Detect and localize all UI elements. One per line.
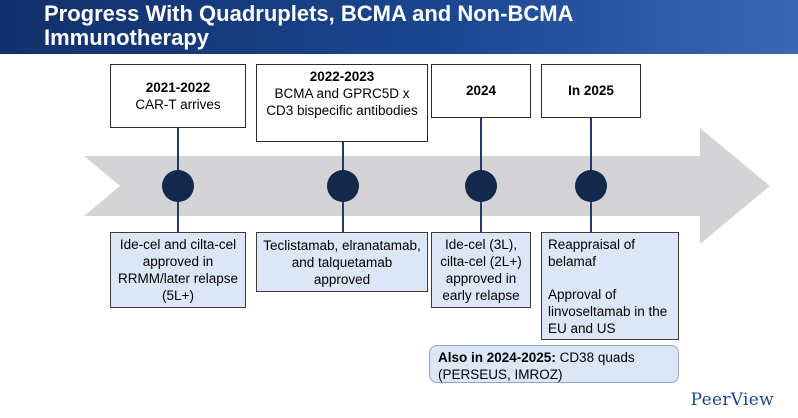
milestone-3-detail-text: Ide-cel (3L), cilta-cel (2L+) approved i… (440, 237, 522, 303)
timeline-node-4 (575, 170, 607, 202)
milestone-3-detail: Ide-cel (3L), cilta-cel (2L+) approved i… (431, 232, 531, 308)
milestone-4-year: In 2025 (568, 83, 614, 98)
milestone-2-box: 2022-2023 BCMA and GPRC5D x CD3 bispecif… (256, 64, 428, 142)
timeline-node-3 (465, 170, 497, 202)
milestone-2-label: BCMA and GPRC5D x CD3 bispecific antibod… (266, 86, 418, 118)
milestone-1-label: CAR-T arrives (135, 97, 221, 112)
page-title: Progress With Quadruplets, BCMA and Non-… (44, 1, 573, 50)
milestone-3-year: 2024 (465, 83, 497, 98)
milestone-1-detail: Ide-cel and cilta-cel approved in RRMM/l… (110, 232, 246, 308)
milestone-4-detail: Reappraisal of belamaf Approval of linvo… (541, 232, 679, 340)
timeline-node-2 (327, 170, 359, 202)
milestone-2-year: 2022-2023 (309, 69, 375, 84)
also-note-label: Also in 2024-2025: (438, 350, 556, 365)
header-banner: Progress With Quadruplets, BCMA and Non-… (0, 0, 798, 54)
milestone-3-box: 2024 (431, 64, 531, 118)
peerview-logo: PeerView (690, 390, 774, 410)
milestone-4-detail-text-2: Approval of linvoseltamab in the EU and … (548, 287, 668, 336)
milestone-1-detail-text: Ide-cel and cilta-cel approved in RRMM/l… (117, 237, 239, 303)
also-note: Also in 2024-2025: CD38 quads (PERSEUS, … (429, 345, 679, 383)
milestone-2-detail-text: Teclistamab, elranatamab, and talquetama… (263, 238, 421, 287)
milestone-4-box: In 2025 (541, 64, 641, 118)
also-note-text: CD38 quads (PERSEUS, IMROZ) (438, 350, 635, 382)
timeline-node-1 (162, 170, 194, 202)
milestone-1-year: 2021-2022 (145, 80, 211, 95)
milestone-4-detail-text: Reappraisal of belamaf (548, 237, 636, 269)
timeline-arrow (84, 128, 770, 244)
milestone-2-detail: Teclistamab, elranatamab, and talquetama… (256, 232, 428, 292)
milestone-1-box: 2021-2022 CAR-T arrives (110, 64, 246, 128)
